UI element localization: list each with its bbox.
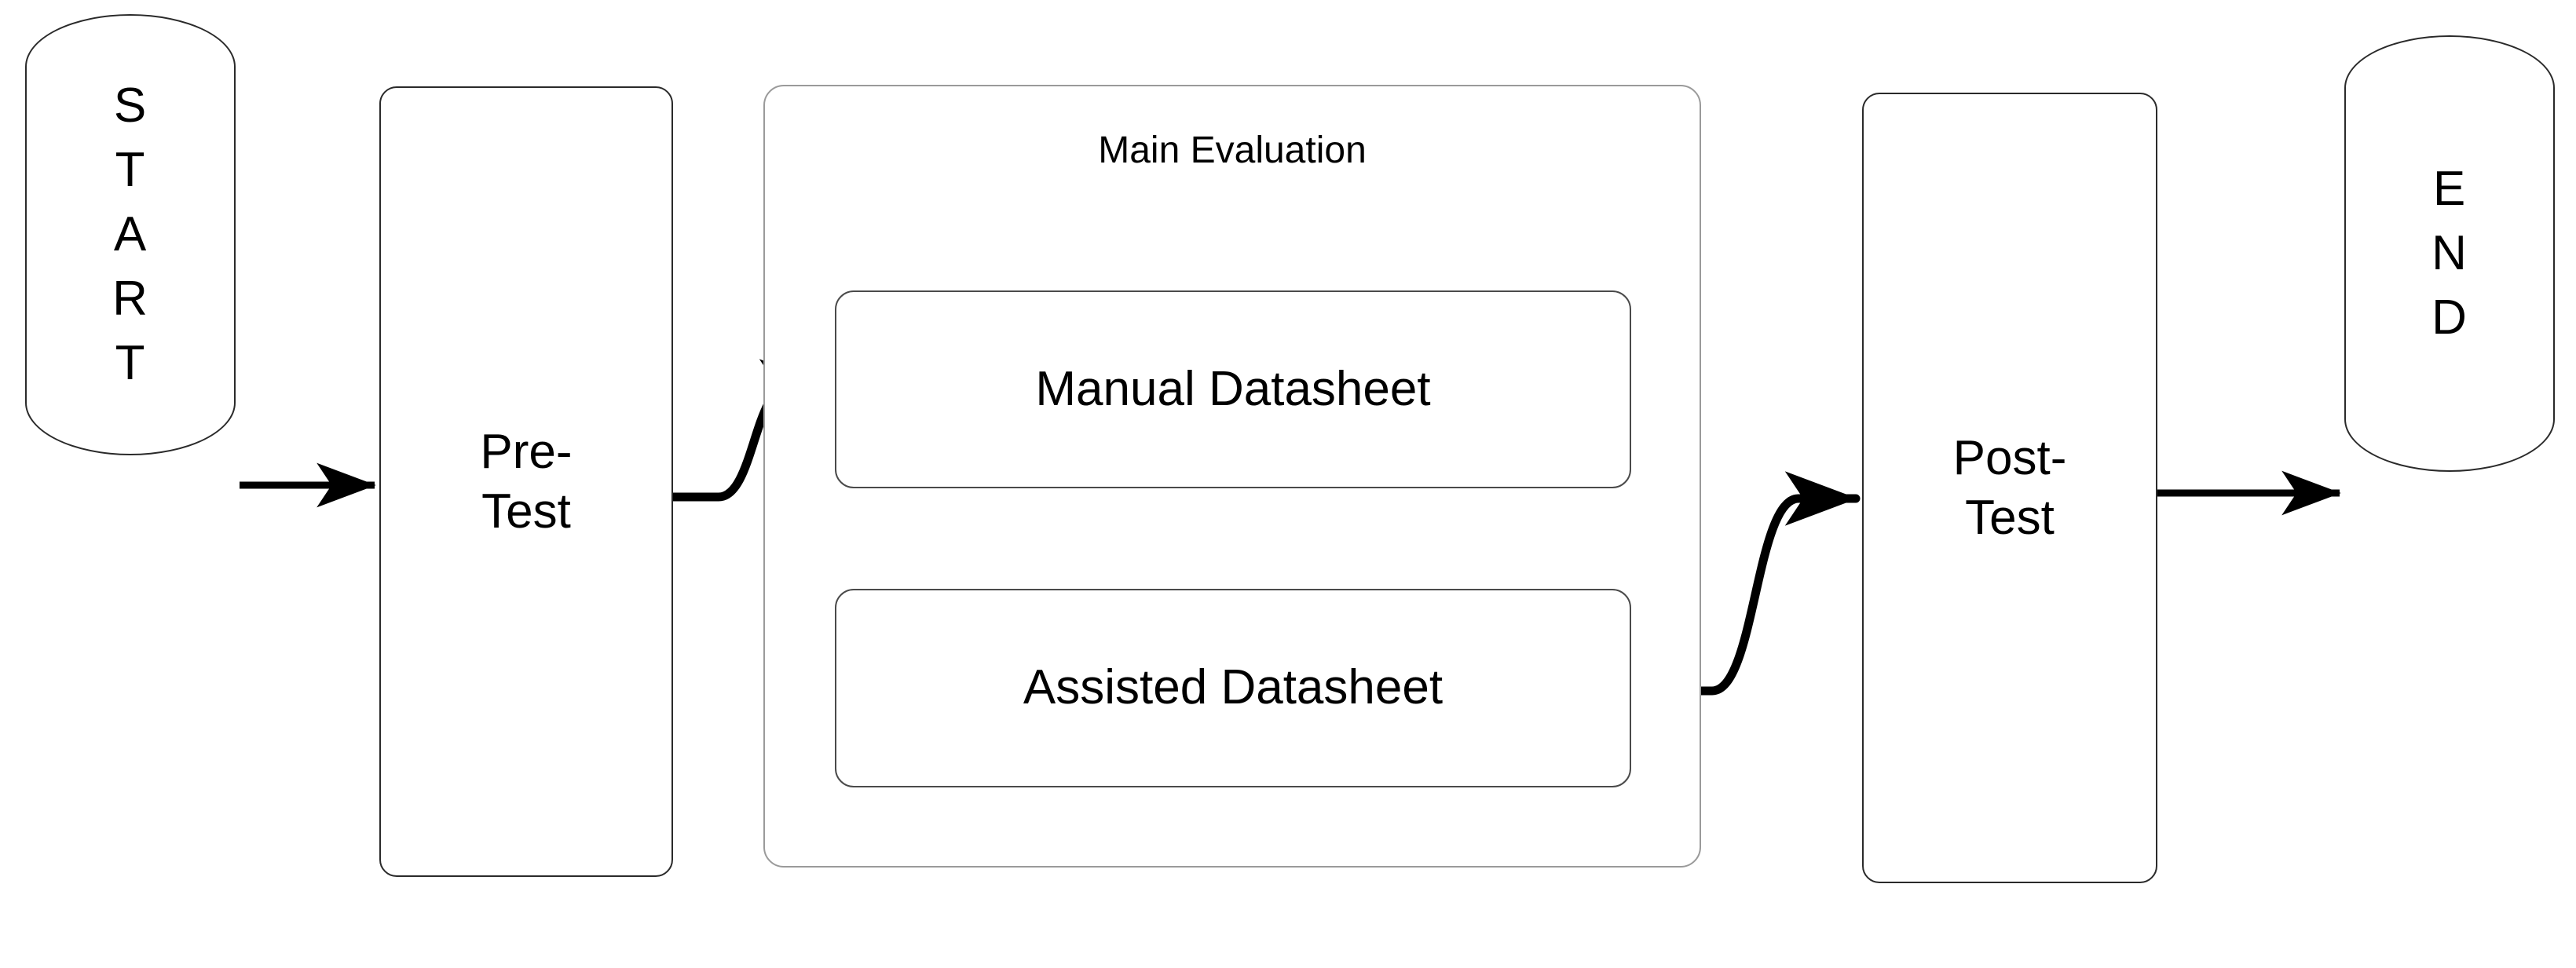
node-start-label: S T A R T: [112, 74, 148, 395]
node-end-label: E N D: [2431, 157, 2468, 349]
node-manual-datasheet[interactable]: Manual Datasheet: [835, 290, 1631, 488]
node-start-letter-3: A: [113, 207, 148, 262]
node-start-letter-2: T: [115, 143, 146, 198]
node-post-test[interactable]: Post- Test: [1862, 93, 2157, 883]
node-post-test-line-1: Post-: [1952, 430, 2067, 485]
node-post-test-label: Post- Test: [1953, 429, 2067, 547]
node-manual-datasheet-label: Manual Datasheet: [1035, 361, 1431, 416]
node-assisted-datasheet-label: Assisted Datasheet: [1023, 660, 1444, 715]
node-post-test-line-2: Test: [1965, 490, 2055, 545]
node-end[interactable]: E N D: [2344, 35, 2555, 472]
node-end-letter-1: E: [2432, 162, 2467, 217]
node-start-letter-4: R: [112, 271, 148, 326]
node-end-letter-2: N: [2431, 226, 2468, 281]
node-pre-test-line-2: Test: [481, 484, 571, 539]
node-start-letter-1: S: [113, 79, 148, 133]
subgraph-main-evaluation-title: Main Evaluation: [1098, 130, 1367, 171]
node-pre-test-label: Pre- Test: [480, 422, 572, 541]
node-assisted-datasheet[interactable]: Assisted Datasheet: [835, 589, 1631, 787]
node-end-letter-3: D: [2431, 290, 2468, 345]
node-pre-test[interactable]: Pre- Test: [379, 86, 673, 877]
node-pre-test-line-1: Pre-: [480, 424, 573, 479]
node-start[interactable]: S T A R T: [25, 14, 236, 455]
node-start-letter-5: T: [115, 335, 146, 390]
